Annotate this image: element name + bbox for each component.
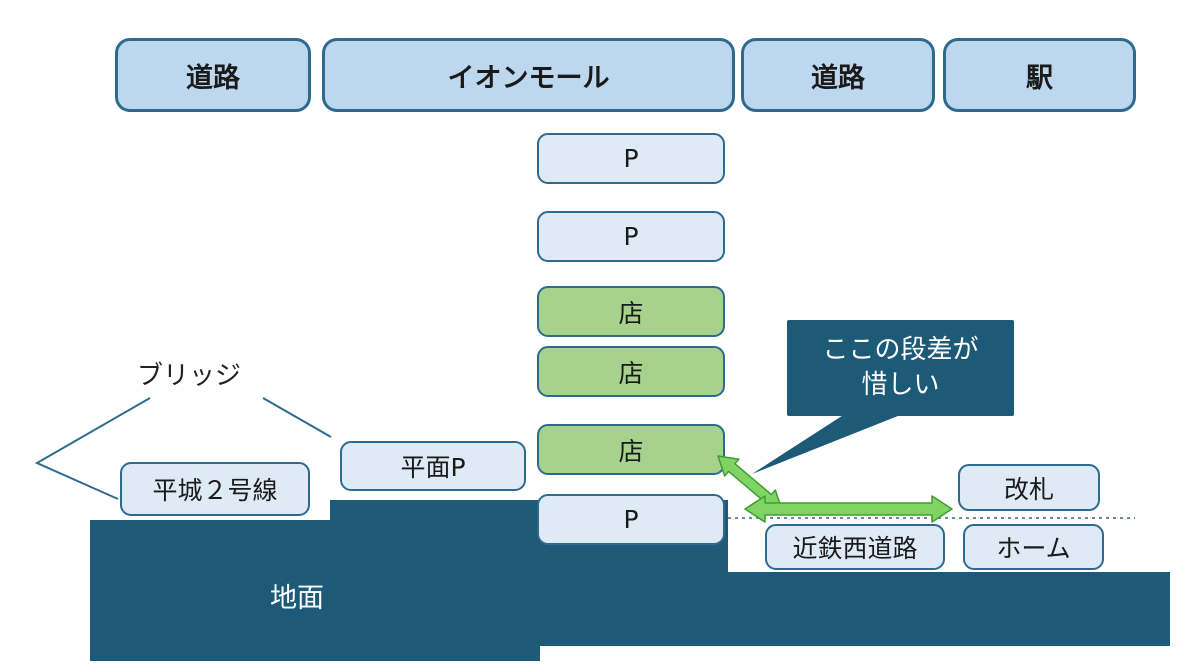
mall-level-store-3-label: 店 (618, 436, 644, 466)
callout-tail (752, 412, 908, 474)
header-station-label: 駅 (1026, 62, 1053, 94)
surface-parking-label: 平面P (400, 453, 466, 482)
ground-label: 地面 (270, 583, 324, 614)
step-double-arrow-diagonal (717, 455, 783, 511)
kintetsu-west-road-box: 近鉄西道路 (765, 524, 945, 570)
header-road-left-label: 道路 (186, 62, 240, 94)
mall-level-parking-1-label: P (623, 144, 639, 173)
step-gap-callout-line2: 惜しい (861, 370, 940, 400)
ticket-gate-box: 改札 (958, 464, 1100, 511)
heijo-line2-box: 平城２号線 (120, 462, 310, 516)
mall-level-store-2-label: 店 (618, 358, 644, 388)
step-gap-callout-line1: ここの段差が (822, 334, 979, 365)
mall-level-parking-2: P (537, 211, 725, 262)
platform-label: ホーム (996, 534, 1071, 563)
header-road-right-label: 道路 (811, 62, 865, 94)
bridge-line-right (262, 397, 332, 438)
mall-level-store-1-label: 店 (618, 298, 644, 328)
mall-level-store-2: 店 (537, 346, 725, 397)
header-road-left: 道路 (115, 38, 311, 112)
heijo-line2-label: 平城２号線 (152, 476, 278, 505)
header-station: 駅 (943, 38, 1136, 112)
bridge-label: ブリッジ (137, 361, 242, 391)
surface-parking-box: 平面P (340, 441, 526, 491)
header-aeon-mall: イオンモール (322, 38, 735, 112)
header-aeon-mall-label: イオンモール (447, 62, 610, 94)
mall-level-parking-3: P (537, 494, 725, 545)
kintetsu-west-road-label: 近鉄西道路 (792, 534, 918, 563)
platform-box: ホーム (963, 524, 1104, 570)
header-road-right: 道路 (741, 38, 935, 112)
mall-level-store-3: 店 (537, 424, 725, 475)
step-gap-callout: ここの段差が 惜しい (787, 320, 1014, 416)
mall-level-parking-3-label: P (623, 505, 639, 534)
mall-level-parking-1: P (537, 133, 725, 184)
walk-double-arrow-horizontal (744, 495, 953, 523)
ticket-gate-label: 改札 (1003, 474, 1054, 504)
mall-level-store-1: 店 (537, 286, 725, 337)
mall-level-parking-2-label: P (623, 222, 639, 251)
